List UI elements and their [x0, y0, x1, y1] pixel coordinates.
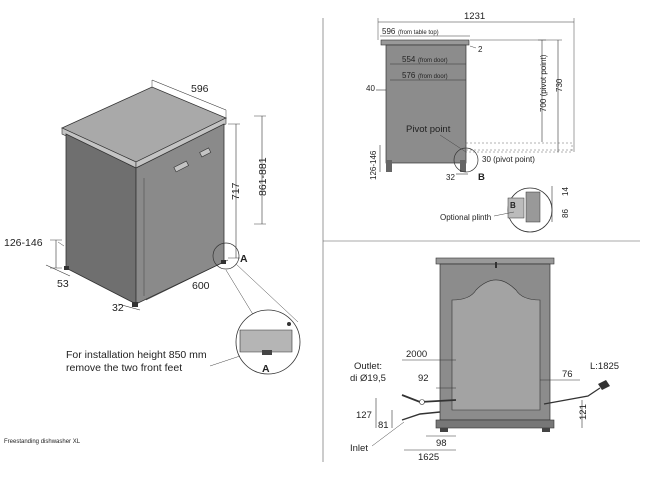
rear-view: Outlet: di Ø19,5 2000 92 76 L:1825 121 1…: [350, 257, 619, 463]
gap-top-label: 2: [478, 45, 483, 54]
pivot-700-label: 700 (pivot point): [539, 54, 548, 112]
rear-inner-panel: [451, 279, 541, 411]
width-label: 596: [191, 83, 209, 95]
plinth-86-label: 86: [561, 209, 570, 218]
detail-a-zoom-marker: A: [262, 363, 270, 375]
depth-dimension-line: [145, 259, 229, 301]
height-81-label: 81: [378, 420, 389, 431]
side-top: [380, 39, 470, 46]
detail-a-marker: A: [240, 253, 248, 265]
cable-length-label: L:1825: [590, 361, 619, 372]
width-dimension-line: [151, 79, 227, 111]
door-handle: [173, 160, 190, 173]
pivot-30-label: 30 (pivot point): [482, 155, 535, 164]
adjust-range-label: 126-146: [4, 237, 43, 249]
sheet-caption: Freestanding dishwasher XL: [4, 439, 81, 445]
from-door-576-note: (from door): [418, 74, 448, 80]
foot-depth-label: 53: [57, 278, 69, 290]
control-knob: [199, 147, 212, 158]
height-range-label: 861-881: [257, 157, 269, 196]
height-127-label: 127: [356, 410, 372, 421]
inlet-hose: [401, 411, 441, 421]
power-cable: [543, 387, 601, 405]
total-width-label: 1231: [464, 11, 485, 22]
outlet-diameter-label: di Ø19,5: [350, 373, 386, 384]
side-view: 1231 596 (from table top) 2 554 (from do…: [366, 11, 575, 233]
isometric-view: 596 717 861-881 126-146 53 32 600 A: [4, 79, 301, 445]
table-top-value: 596: [382, 27, 396, 36]
hose-92-label: 92: [418, 373, 429, 384]
pivot-point-label: Pivot point: [406, 124, 451, 135]
detail-b-marker: B: [478, 172, 485, 183]
side-adjust-range-label: 126-146: [369, 150, 378, 180]
height-730-label: 730: [555, 78, 564, 92]
hose-2000-label: 2000: [406, 349, 427, 360]
right-121-label: 121: [578, 404, 589, 420]
plug-icon: [598, 380, 610, 390]
from-door-576-value: 576: [402, 71, 416, 80]
from-door-554-note: (from door): [418, 58, 448, 64]
inlet-98-label: 98: [436, 438, 447, 449]
optional-plinth-label: Optional plinth: [440, 213, 491, 222]
inlet-1625-label: 1625: [418, 452, 439, 463]
right-76-label: 76: [562, 369, 573, 380]
inlet-label: Inlet: [350, 443, 368, 454]
table-top-note: (from table top): [398, 30, 439, 36]
detail-a-circle: [212, 242, 240, 270]
from-door-554-value: 554: [402, 55, 416, 64]
top-edge-side: [135, 117, 227, 169]
foot-front-right: [132, 302, 138, 307]
detail-b-zoom-marker: B: [510, 201, 516, 210]
installation-note-line2: remove the two front feet: [66, 362, 182, 374]
plinth-14-label: 14: [561, 187, 570, 196]
open-door-outline: [465, 142, 573, 153]
foot-front-label: 32: [112, 302, 124, 314]
side-bottom-32-label: 32: [446, 173, 455, 182]
left-40-label: 40: [366, 84, 375, 93]
depth-label: 600: [192, 280, 210, 292]
foot-front-left: [64, 266, 69, 270]
outlet-label: Outlet:: [354, 361, 382, 372]
height-717-label: 717: [230, 182, 242, 200]
installation-note-line1: For installation height 850 mm: [66, 349, 207, 361]
